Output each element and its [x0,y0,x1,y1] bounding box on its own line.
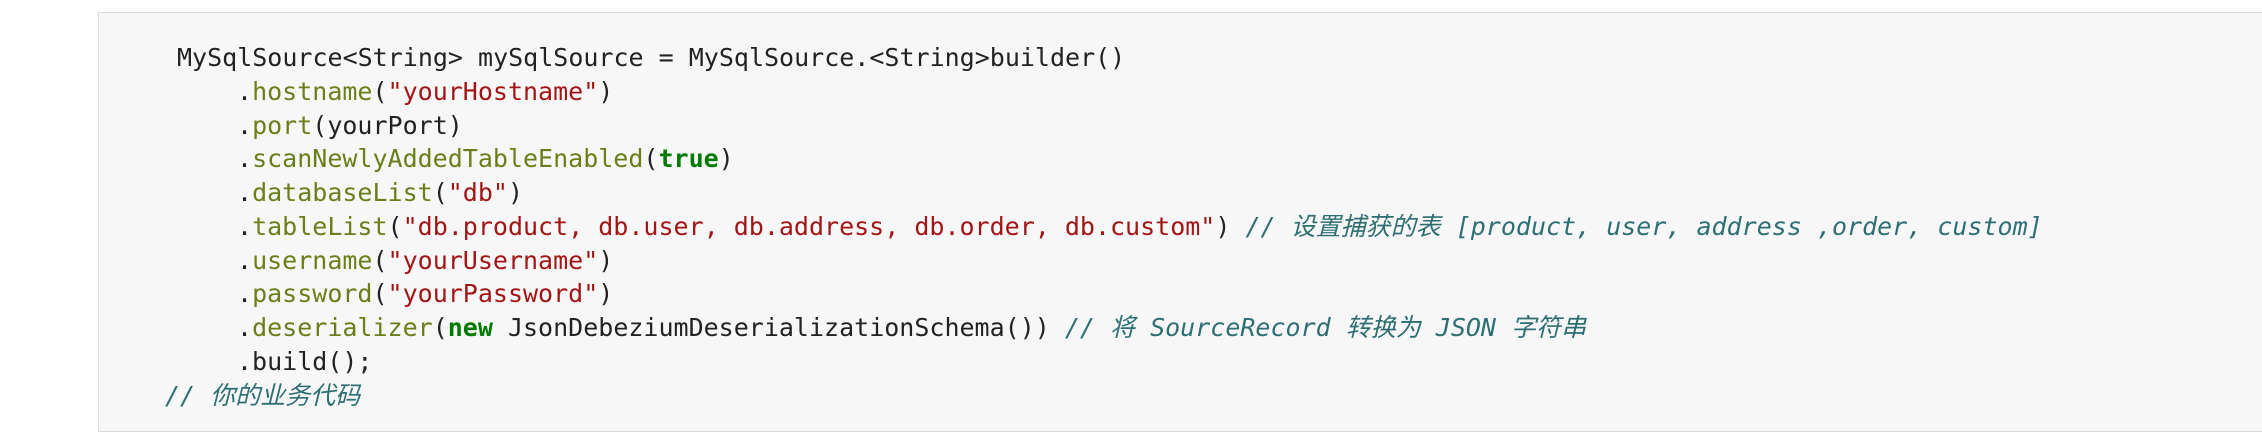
paren-close: ) [598,279,614,309]
dot: . [237,279,253,309]
paren-open: ( [432,313,448,342]
paren-close: ) [598,245,614,275]
dot: . [237,245,253,275]
build-call: .build(); [237,346,373,376]
argument: JsonDebeziumDeserializationSchema()) [492,313,1065,342]
paren-open: ( [372,76,388,106]
paren-close: ) [1215,211,1246,241]
code-line-11: // 你的业务代码 [165,379,2262,413]
code-line-6: .tableList("db.product, db.user, db.addr… [165,210,2262,244]
code-line-1: MySqlSource<String> mySqlSource = MySqlS… [165,41,2262,75]
code-block: MySqlSource<String> mySqlSource = MySqlS… [98,12,2262,432]
argument: (yourPort) [312,110,463,140]
code-comment: // 你的业务代码 [165,380,361,410]
code-line-8: .password("yourPassword") [165,277,2262,311]
paren-close: ) [598,76,614,106]
dot: . [237,211,253,241]
dot: . [237,178,253,207]
dot: . [237,313,253,342]
dot: . [237,76,253,106]
code-comment: // 设置捕获的表 [product, user, address ,order… [1245,211,2043,241]
builder-declaration: MySqlSource<String> mySqlSource = MySqlS… [177,43,1126,72]
code-line-2: .hostname("yourHostname") [165,75,2262,109]
method-name: scanNewlyAddedTableEnabled [252,144,644,174]
method-name: deserializer [252,313,433,342]
paren-open: ( [643,144,659,174]
code-listing: MySqlSource<String> mySqlSource = MySqlS… [99,13,2262,412]
paren-open: ( [432,178,448,207]
method-name: tableList [252,211,388,241]
method-name: password [252,279,373,309]
code-line-9: .deserializer(new JsonDebeziumDeserializ… [165,311,2262,345]
string-literal: "yourHostname" [387,76,599,106]
code-line-3: .port(yourPort) [165,109,2262,143]
string-literal: "db" [447,178,508,207]
code-line-5: .databaseList("db") [165,176,2262,210]
paren-open: ( [372,245,388,275]
paren-open: ( [372,279,388,309]
code-line-7: .username("yourUsername") [165,244,2262,278]
dot: . [237,144,253,174]
method-name: databaseList [252,178,433,207]
string-literal: "yourUsername" [387,245,599,275]
paren-close: ) [507,178,524,207]
method-name: hostname [252,76,373,106]
paren-close: ) [718,144,734,174]
dot: . [237,110,253,140]
paren-open: ( [387,211,403,241]
code-comment: // 将 SourceRecord 转换为 JSON 字符串 [1064,313,1587,342]
code-line-4: .scanNewlyAddedTableEnabled(true) [165,142,2262,176]
keyword: true [658,144,719,174]
method-name: port [252,110,313,140]
method-name: username [252,245,373,275]
string-literal: "db.product, db.user, db.address, db.ord… [402,211,1216,241]
code-line-10: .build(); [165,345,2262,379]
keyword: new [447,313,493,342]
string-literal: "yourPassword" [387,279,599,309]
